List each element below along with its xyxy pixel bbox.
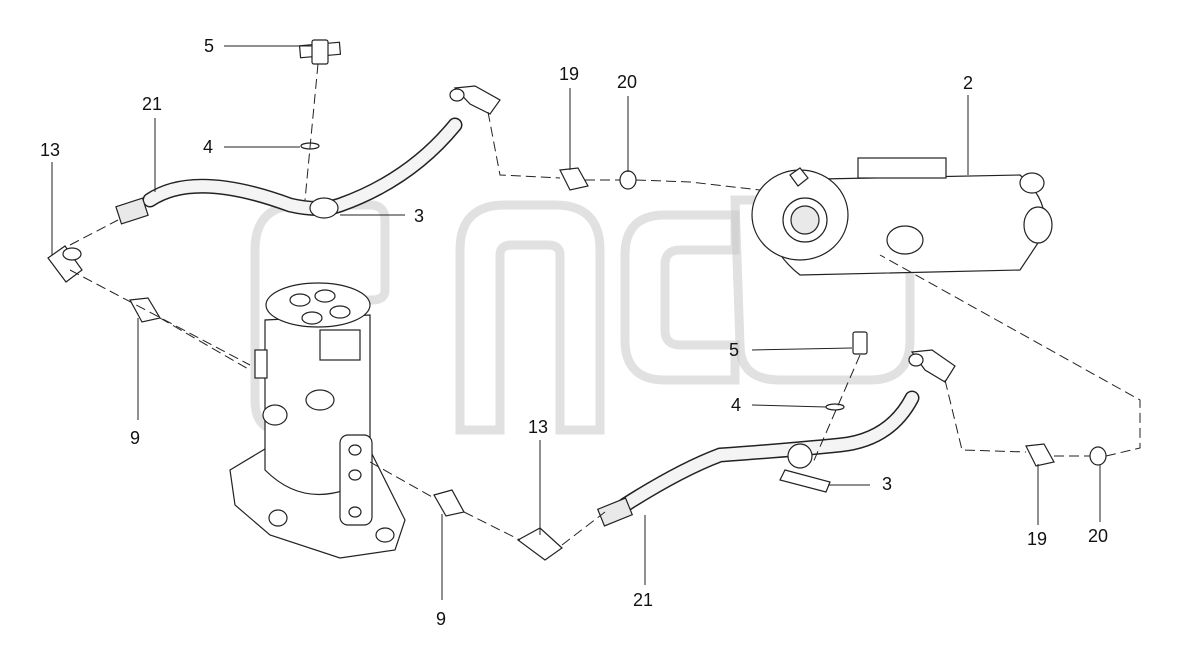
swivel-joint (229, 282, 406, 559)
cylinder (751, 157, 1053, 276)
callout-labels: 5 21 13 4 3 9 19 20 2 5 4 13 3 9 21 19 2… (40, 36, 1108, 629)
callout-4-lower: 4 (731, 395, 741, 415)
callout-21-upper: 21 (142, 94, 162, 114)
callout-9-upper: 9 (130, 428, 140, 448)
callout-20-upper: 20 (617, 72, 637, 92)
callout-19-lower: 19 (1027, 529, 1047, 549)
callout-5-lower: 5 (729, 340, 739, 360)
callout-13-upper: 13 (40, 140, 60, 160)
callout-2: 2 (963, 73, 973, 93)
callout-3-upper: 3 (414, 206, 424, 226)
hose-assembly-lower (596, 390, 920, 527)
callout-3-lower: 3 (882, 474, 892, 494)
callout-20-lower: 20 (1088, 526, 1108, 546)
callout-5-upper: 5 (204, 36, 214, 56)
callout-21-lower: 21 (633, 590, 653, 610)
callout-19-upper: 19 (559, 64, 579, 84)
fittings (129, 85, 1107, 561)
leader-lines (51, 45, 1101, 600)
callout-4-upper: 4 (203, 137, 213, 157)
callout-13-lower: 13 (528, 417, 548, 437)
callout-9-lower: 9 (436, 609, 446, 629)
assembly-lines (69, 63, 1141, 546)
